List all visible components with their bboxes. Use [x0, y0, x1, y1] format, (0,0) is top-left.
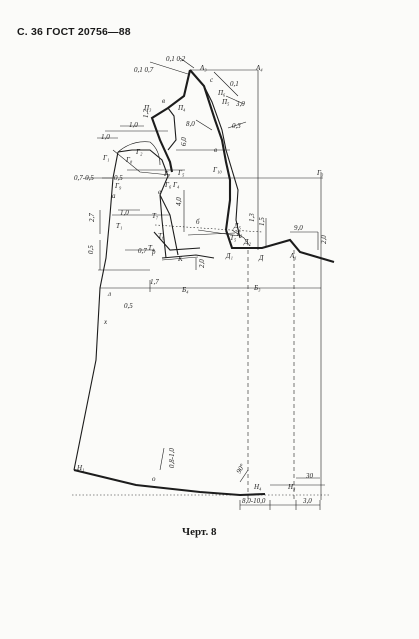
dim-20b: 2,0 — [320, 235, 328, 244]
dim-05c: 0,5 — [124, 302, 133, 310]
label-e: е — [158, 188, 161, 196]
dim-10: 1,0 — [129, 121, 138, 129]
dim-01-07a: 0,1 0,7 — [134, 66, 154, 74]
dim-30: 3,0 — [235, 100, 245, 108]
dim-07: 0,7 — [138, 247, 147, 255]
label-D1: Д₁ — [225, 252, 233, 260]
label-A3: А₃ — [199, 64, 207, 72]
label-o: о — [152, 475, 156, 483]
dim-01: 0,1 — [230, 80, 239, 88]
dim-05b: 0,5 — [87, 245, 95, 254]
dim-10c: 1,0 — [120, 209, 129, 217]
label-T6: Т₆ — [158, 232, 165, 240]
dim-20: 2,0 — [198, 259, 206, 268]
label-G10: Г₁₀ — [212, 166, 222, 174]
label-G5: Г₅ — [177, 169, 185, 177]
label-G7: Г₇ — [163, 170, 171, 178]
label-G1: Г₁ — [102, 154, 109, 162]
dim-07-05: 0,7-0,5 — [74, 174, 94, 182]
label-G8: Г₈ — [125, 156, 133, 164]
label-G3: Г₃ — [316, 169, 324, 177]
label-b4: Б₄ — [181, 286, 189, 294]
label-P5: П₅ — [221, 98, 230, 106]
figure-caption: Черт. 8 — [182, 526, 217, 538]
label-T5: Т₅ — [230, 234, 237, 242]
dim-12: 1,2 — [142, 109, 150, 118]
dim-17: 1,7 — [150, 278, 159, 286]
dim-10b: 1,0 — [101, 133, 110, 141]
dim-05: 0,5 — [114, 174, 123, 182]
dimension-values: 0,1 0,7 0,1 0,2 0,1 3,0 8,0 0,3 1,0 1,2 … — [74, 55, 328, 505]
label-T1: Т₁ — [116, 222, 122, 230]
dim-15: 1,5 — [258, 217, 266, 226]
label-T7: Т₇ — [152, 212, 159, 220]
label-P3: П₃ — [143, 104, 152, 112]
dim-13: 1,3 — [248, 213, 256, 222]
dim-03: 0,3 — [232, 122, 241, 130]
label-T4: Т₄ — [148, 244, 155, 252]
pattern-outline — [73, 69, 335, 497]
label-P4: П₄ — [177, 104, 186, 112]
label-D2: Д₂ — [243, 238, 251, 246]
label-v1: в — [162, 97, 165, 105]
dim-90: 9,0 — [294, 224, 303, 232]
dimension-marks — [86, 57, 321, 510]
label-a: а — [112, 192, 116, 200]
label-c: с — [210, 76, 214, 84]
label-K: К — [177, 255, 183, 263]
dim-30b: 30 — [305, 472, 314, 480]
label-H3: Н₃ — [287, 483, 296, 491]
dim-01-02: 0,1 0,2 — [166, 55, 186, 63]
label-v2: в — [214, 146, 217, 154]
label-G9: Г₉ — [114, 182, 122, 190]
label-b: б — [196, 218, 200, 226]
label-G2: Г₂ — [135, 148, 143, 156]
dim-90deg: 90° — [235, 462, 247, 475]
label-T3: Т₃ — [236, 230, 243, 238]
label-D5: Д₅ — [233, 222, 241, 230]
label-P6: П₆ — [217, 89, 226, 97]
dim-60: 6,0 — [180, 137, 188, 146]
label-A4: А₄ — [255, 64, 263, 72]
dim-27: 2,7 — [88, 213, 96, 222]
label-x: х — [103, 318, 108, 326]
label-H4: Н₄ — [253, 483, 262, 491]
dim-40: 4,0 — [175, 197, 183, 206]
label-G6: Г₆ — [164, 181, 172, 189]
dim-30c: 3,0 — [302, 497, 312, 505]
construction-lines — [72, 69, 330, 500]
point-labels: А₃ А₄ с П₃ П₄ П₅ П₆ в в а Г₁ Г₂ Г₃ Г₄ Г₅… — [76, 64, 324, 491]
page-header: С. 36 ГОСТ 20756—88 — [17, 26, 131, 38]
label-b3: Б₃ — [253, 284, 261, 292]
label-D: Д — [258, 254, 264, 262]
label-G4: Г₄ — [172, 181, 180, 189]
dim-08-10: 0,8-1,0 — [168, 448, 176, 468]
label-A1: А₁ — [289, 252, 297, 260]
label-l: л — [107, 290, 111, 298]
dim-80-100: 8,0-10,0 — [242, 497, 266, 505]
label-p: р — [151, 248, 156, 256]
label-H1: Н₁ — [76, 464, 85, 472]
dim-80: 8,0 — [186, 120, 195, 128]
